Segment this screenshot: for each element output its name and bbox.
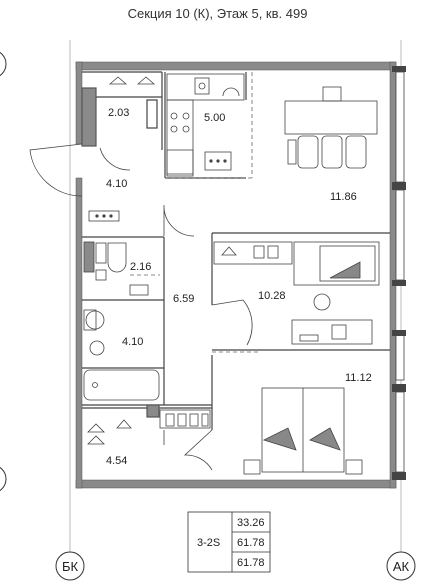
- room-area-wc: 2.16: [130, 261, 151, 273]
- area-summary-table: [187, 511, 271, 573]
- room-area-wardrobe-top: 2.03: [108, 107, 129, 119]
- room-area-kitchen: 5.00: [204, 112, 225, 124]
- kitchen-fixtures: [166, 73, 245, 177]
- bath-fixtures: [83, 309, 160, 401]
- wc-fixtures: [83, 241, 149, 296]
- room-area-bath: 4.10: [122, 336, 143, 348]
- wardrobe-fixtures: [87, 76, 211, 445]
- zone-dashes: [130, 72, 260, 353]
- axis-marker-bk: [55, 551, 85, 581]
- grid-marker-bottom-left: [0, 466, 7, 492]
- window-bars: [392, 66, 406, 480]
- room-area-bedroom-main: 11.12: [345, 372, 372, 384]
- room-area-corridor: 6.59: [173, 293, 194, 305]
- room-area-bedroom-mid: 10.28: [258, 290, 286, 302]
- apartment-type: 3-2S: [197, 537, 220, 549]
- axis-label-bk: БК: [62, 559, 79, 574]
- room-area-wardrobe-bottom: 4.54: [106, 455, 127, 467]
- plan-title: Секция 10 (К), Этаж 5, кв. 499: [127, 6, 308, 21]
- total-area-value-2: 61.78: [237, 557, 265, 569]
- doors: [29, 143, 253, 471]
- windows-right: [395, 71, 405, 473]
- axis-label-ak: АК: [393, 559, 410, 574]
- grid-marker-top-left: [0, 51, 7, 77]
- bedroom-mid-fixtures: [213, 241, 380, 345]
- dining-table: [284, 86, 378, 169]
- room-area-living: 11.86: [330, 191, 357, 203]
- radiator: [88, 210, 120, 222]
- interior-walls: [81, 71, 390, 430]
- room-area-hall: 4.10: [106, 178, 127, 190]
- total-area-value: 61.78: [237, 537, 265, 549]
- bedroom-main-bed: [243, 387, 363, 475]
- living-area-value: 33.26: [237, 517, 265, 529]
- axis-marker-ak: [386, 551, 416, 581]
